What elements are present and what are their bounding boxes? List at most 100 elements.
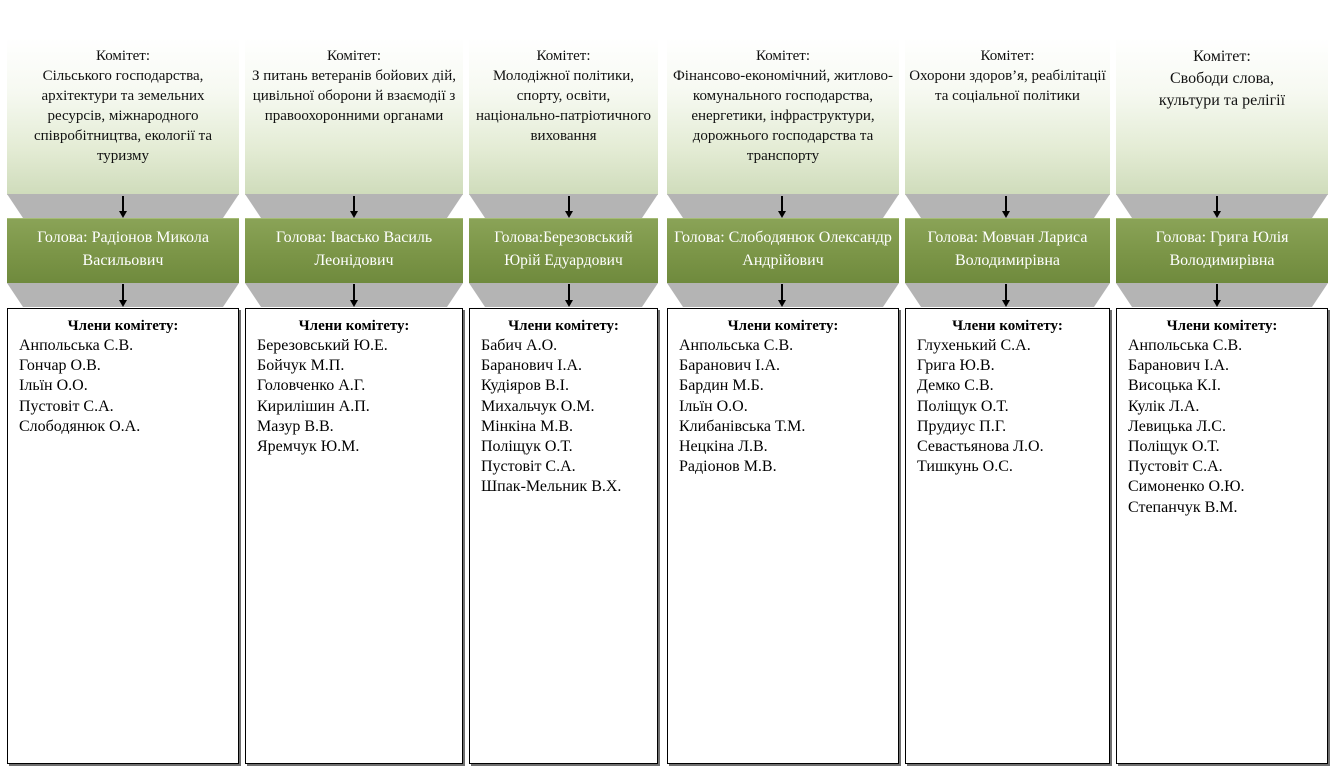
member-name: Бардин М.Б. <box>679 377 764 395</box>
committee-title-block: Комітет:Свободи слова, культури та реліг… <box>1116 38 1328 195</box>
member-name: Пустовіт С.А. <box>19 397 114 415</box>
committee-title-block: Комітет: Фінансово-економічний, житлово-к… <box>667 38 899 195</box>
committee-caption: Комітет: <box>536 48 591 64</box>
members-title: Члени комітету: <box>1166 318 1278 334</box>
committee-head: Голова: Мовчан Лариса Володимирівна <box>905 218 1110 283</box>
flow-arrow-to-members-head <box>350 300 358 307</box>
member-name: Радіонов М.В. <box>679 458 777 476</box>
committee-title-block: Комітет: Молодіжної політики, спорту, осв… <box>469 38 658 195</box>
committee-name: Фінансово-економічний, житлово-комунальн… <box>672 68 894 164</box>
member-name: Бойчук М.П. <box>257 357 345 375</box>
committee-members-box: Члени комітету: Глухенький С.А. Грига Ю.В.… <box>905 308 1110 764</box>
member-name: Баранович І.А. <box>679 357 780 375</box>
member-name: Кулік Л.А. <box>1128 397 1200 415</box>
committee-caption: Комітет: <box>755 48 811 64</box>
member-name: Анпольська С.В. <box>679 337 794 354</box>
connector-chevron-bottom <box>1116 283 1328 307</box>
member-name: Поліщук О.Т. <box>1128 438 1220 456</box>
committee-head: Голова: Радіонов Микола Васильович <box>7 218 239 283</box>
flow-arrow-to-members-head <box>1002 300 1010 307</box>
member-name: Мінкіна М.В. <box>481 417 574 435</box>
committee-title-block: Комітет:Сільського господарства, архітек… <box>7 38 239 195</box>
connector-chevron-top <box>469 194 658 218</box>
member-name: Кудіяров В.І. <box>481 377 569 395</box>
flow-arrow-to-members-shaft <box>1216 284 1218 301</box>
member-name: Анпольська С.В. <box>19 337 134 354</box>
flow-arrow-to-head-head <box>1213 211 1221 218</box>
member-name: Анпольська С.В. <box>1128 337 1243 354</box>
flow-arrow-to-members-head <box>119 300 127 307</box>
flow-arrow-to-members-shaft <box>1005 284 1007 301</box>
member-name: Мазур В.В. <box>257 417 334 435</box>
member-name: Поліщук О.Т. <box>917 397 1009 415</box>
members-title: Члени комітету: <box>952 318 1063 334</box>
member-name: Степанчук В.М. <box>1128 498 1238 516</box>
flow-arrow-to-head-shaft <box>568 196 570 212</box>
committee-head-name: Голова: Слободянюк Олександр Андрійович <box>674 229 892 269</box>
member-name: Клибанівська Т.М. <box>679 417 806 435</box>
member-name: Пустовіт С.А. <box>481 458 576 476</box>
flow-arrow-to-head-shaft <box>1216 196 1218 212</box>
members-title: Члени комітету: <box>508 318 619 334</box>
flow-arrow-to-head-head <box>778 211 786 218</box>
committee-head-name: Голова: Радіонов Микола Васильович <box>37 229 209 269</box>
flow-arrow-to-members-head <box>565 300 573 307</box>
members-title: Члени комітету: <box>298 318 410 334</box>
connector-chevron-bottom <box>905 283 1110 307</box>
committee-column: Комітет:Свободи слова, культури та реліг… <box>1116 0 1328 777</box>
member-name: Бабич А.О. <box>481 337 558 354</box>
flow-arrow-to-members-shaft <box>353 284 355 301</box>
committee-head-name: Голова: Грига Юлія Володимирівна <box>1155 229 1289 269</box>
flow-arrow-to-members-head <box>1213 300 1221 307</box>
committee-members-box: Члени комітету:Анпольська С.В.Гончар О.В… <box>7 308 239 764</box>
committee-name: Сільського господарства, архітектури та … <box>33 68 213 164</box>
committee-title: Комітет:Сільського господарства, архітек… <box>11 46 235 166</box>
committee-title: Комітет:Охорони здоров’я, реабілітації т… <box>909 46 1106 106</box>
flow-arrow-to-members-shaft <box>568 284 570 301</box>
member-name: Березовський Ю.Е. <box>257 337 388 354</box>
member-name: Нецкіна Л.В. <box>679 438 768 456</box>
connector-chevron-top-shape <box>469 194 658 218</box>
member-name: Ільїн О.О. <box>19 377 88 395</box>
member-name: Слободянюк О.А. <box>19 417 141 435</box>
committee-members-box: Члени комітету: Анпольська С.В. Баранович … <box>1116 308 1328 764</box>
member-name: Головченко А.Г. <box>257 377 366 395</box>
committee-title: Комітет:З питань ветеранів бойових дій, … <box>249 46 459 126</box>
connector-chevron-top-shape <box>905 194 1110 218</box>
committee-name: Молодіжної політики, спорту, освіти, нац… <box>476 68 651 144</box>
committee-caption: Комітет: <box>1193 48 1251 65</box>
flow-arrow-to-head-shaft <box>781 196 783 212</box>
flow-arrow-to-members-shaft <box>781 284 783 301</box>
member-name: Тишкунь О.С. <box>917 458 1013 476</box>
committee-title: Комітет: Фінансово-економічний, житлово-к… <box>671 46 895 166</box>
connector-chevron-top <box>1116 194 1328 218</box>
members-title: Члени комітету: <box>727 318 839 334</box>
committee-head-name: Голова: Івасько Василь Леонідович <box>275 229 433 269</box>
committee-members-box: Члени комітету: Березовський Ю.Е. Бойчук М… <box>245 308 463 764</box>
member-name: Михальчук О.М. <box>481 397 595 415</box>
connector-chevron-top-shape <box>667 194 899 218</box>
committee-column: Комітет: Молодіжної політики, спорту, осв… <box>469 0 658 777</box>
flow-arrow-to-head-shaft <box>122 196 124 212</box>
member-name: Демко С.В. <box>917 377 994 395</box>
committee-head: Голова:Березовський Юрій Едуардович <box>469 218 658 283</box>
committee-head: Голова: Івасько Василь Леонідович <box>245 218 463 283</box>
member-name: Прудиус П.Г. <box>917 417 1007 435</box>
connector-chevron-bottom <box>667 283 899 307</box>
flow-arrow-to-head-head <box>119 211 127 218</box>
flow-arrow-to-members-head <box>778 300 786 307</box>
member-name: Глухенький С.А. <box>917 337 1031 354</box>
member-name: Пустовіт С.А. <box>1128 458 1223 476</box>
member-name: Гончар О.В. <box>19 357 101 375</box>
member-name: Баранович І.А. <box>1128 357 1229 375</box>
member-name: Баранович І.А. <box>481 357 582 375</box>
flow-arrow-to-head-head <box>1002 211 1010 218</box>
member-name: Грига Ю.В. <box>917 357 995 375</box>
member-name: Яремчук Ю.М. <box>257 438 360 456</box>
committee-column: Комітет:Сільського господарства, архітек… <box>7 0 239 777</box>
member-name: Кирилішин А.П. <box>257 397 370 415</box>
committee-members-box: Члени комітету: Бабич А.О. Баранович І.А. К… <box>469 308 658 764</box>
committee-caption: Комітет: <box>326 48 382 64</box>
committee-name: Охорони здоров’я, реабілітації та соціал… <box>909 68 1106 104</box>
